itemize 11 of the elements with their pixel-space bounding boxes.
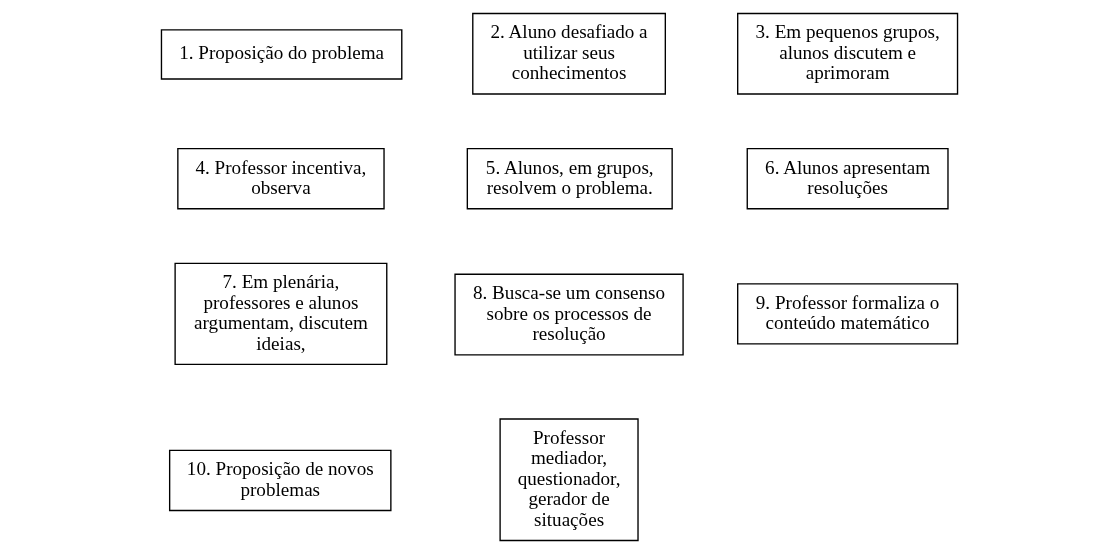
node-box: 9. Professor formaliza o conteúdo matemático <box>737 283 959 345</box>
node-box: 5. Alunos, em grupos, resolvem o problema. <box>466 147 673 210</box>
node-box: 2. Aluno desafiado a utilizar seus conhecimentos <box>472 12 666 95</box>
node-box: 4. Professor incentiva, observa <box>177 147 385 210</box>
node-box: 1. Proposição do problema <box>160 29 403 80</box>
node-box: 6. Alunos apresentam resoluções <box>746 147 949 210</box>
node-box: Professor mediador, questionador, gerador de situações <box>499 418 639 542</box>
node-box: 10. Proposição de novos problemas <box>168 449 392 512</box>
node-box: 7. Em plenária, professores e alunos argumentam, discutem ideias, <box>174 262 388 366</box>
node-box: 3. Em pequenos grupos, alunos discutem e aprimoram <box>737 12 959 95</box>
node-box: 8. Busca-se um consenso sobre os processos de resolução <box>454 273 684 356</box>
